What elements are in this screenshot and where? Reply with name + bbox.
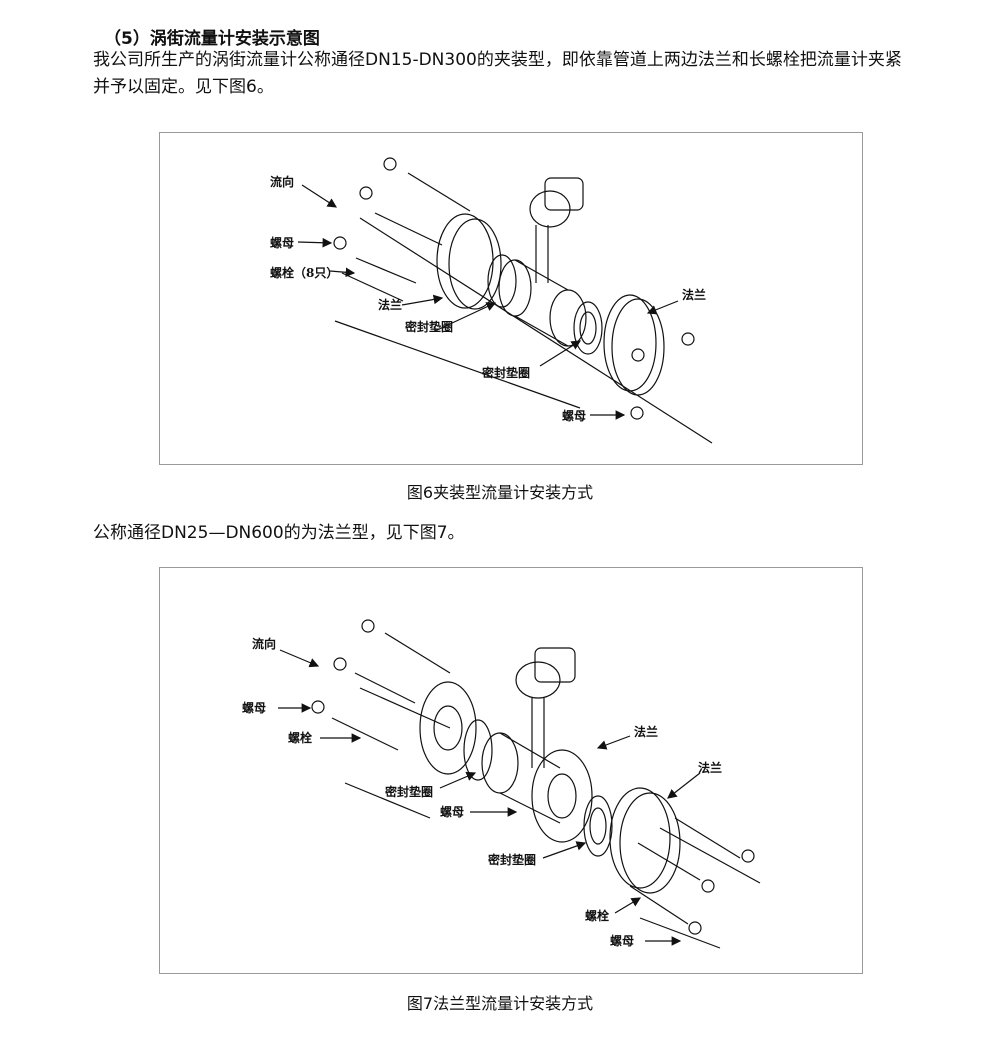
- label-flange-1: 法兰: [634, 724, 658, 739]
- paragraph-flange-type: 公称通径DN25—DN600的为法兰型，见下图7。: [93, 523, 465, 543]
- label-flow: 流向: [270, 174, 294, 189]
- figure-7-drawing: 流向 螺母 螺栓 密封垫圈 螺母 法兰 法兰 密封垫圈 螺栓 螺母: [242, 619, 761, 949]
- label-nut: 螺母: [242, 700, 266, 715]
- label-bolt: 螺栓（8只）: [270, 265, 338, 280]
- section-heading: （5）涡街流量计安装示意图: [104, 29, 320, 49]
- figure-6-clamp-installation: 流向 螺母 螺栓（8只） 法兰 密封垫圈 密封垫圈 法兰 螺母: [159, 132, 863, 465]
- label-nut-mid: 螺母: [440, 804, 464, 819]
- label-nut-bottom: 螺母: [610, 933, 634, 948]
- figure-6-caption: 图6夹装型流量计安装方式: [406, 483, 594, 502]
- label-gasket-2: 密封垫圈: [488, 852, 536, 867]
- paragraph-clamp-type: 我公司所生产的涡街流量计公称通径DN15-DN300的夹装型，即依靠管道上两边法…: [93, 50, 902, 97]
- figure-7-flange-installation: 流向 螺母 螺栓 密封垫圈 螺母 法兰 法兰 密封垫圈 螺栓 螺母: [159, 567, 863, 974]
- label-gasket-2: 密封垫圈: [482, 365, 530, 380]
- label-flow: 流向: [252, 636, 276, 651]
- figure-6-drawing: 流向 螺母 螺栓（8只） 法兰 密封垫圈 密封垫圈 法兰 螺母: [270, 157, 713, 444]
- label-bolt-bottom: 螺栓: [585, 908, 609, 923]
- label-flange-left: 法兰: [378, 297, 402, 312]
- label-nut: 螺母: [270, 235, 294, 250]
- label-gasket-1: 密封垫圈: [405, 319, 453, 334]
- label-gasket-1: 密封垫圈: [385, 784, 433, 799]
- label-flange-2: 法兰: [698, 760, 722, 775]
- figure-7-caption: 图7法兰型流量计安装方式: [406, 994, 594, 1013]
- label-flange-right: 法兰: [682, 287, 706, 302]
- label-nut-bottom: 螺母: [562, 408, 586, 423]
- label-bolt: 螺栓: [288, 730, 312, 745]
